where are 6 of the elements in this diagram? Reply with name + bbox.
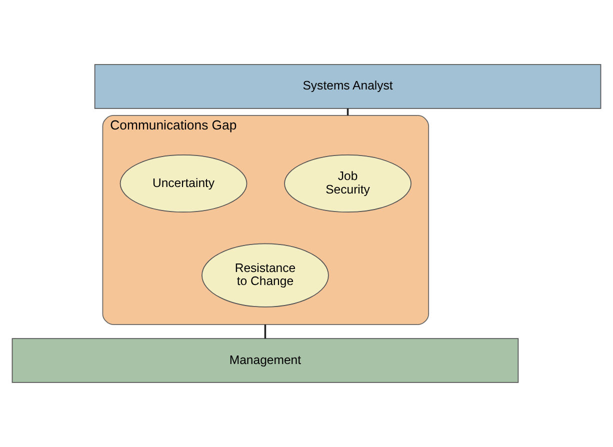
node-box: Management (12, 338, 519, 383)
node-ellipse: Job Security (284, 154, 412, 213)
node-box: Systems Analyst (94, 64, 602, 109)
connector (264, 324, 266, 339)
node-ellipse: Resistance to Change (202, 243, 329, 308)
node-ellipse: Uncertainty (120, 154, 248, 213)
